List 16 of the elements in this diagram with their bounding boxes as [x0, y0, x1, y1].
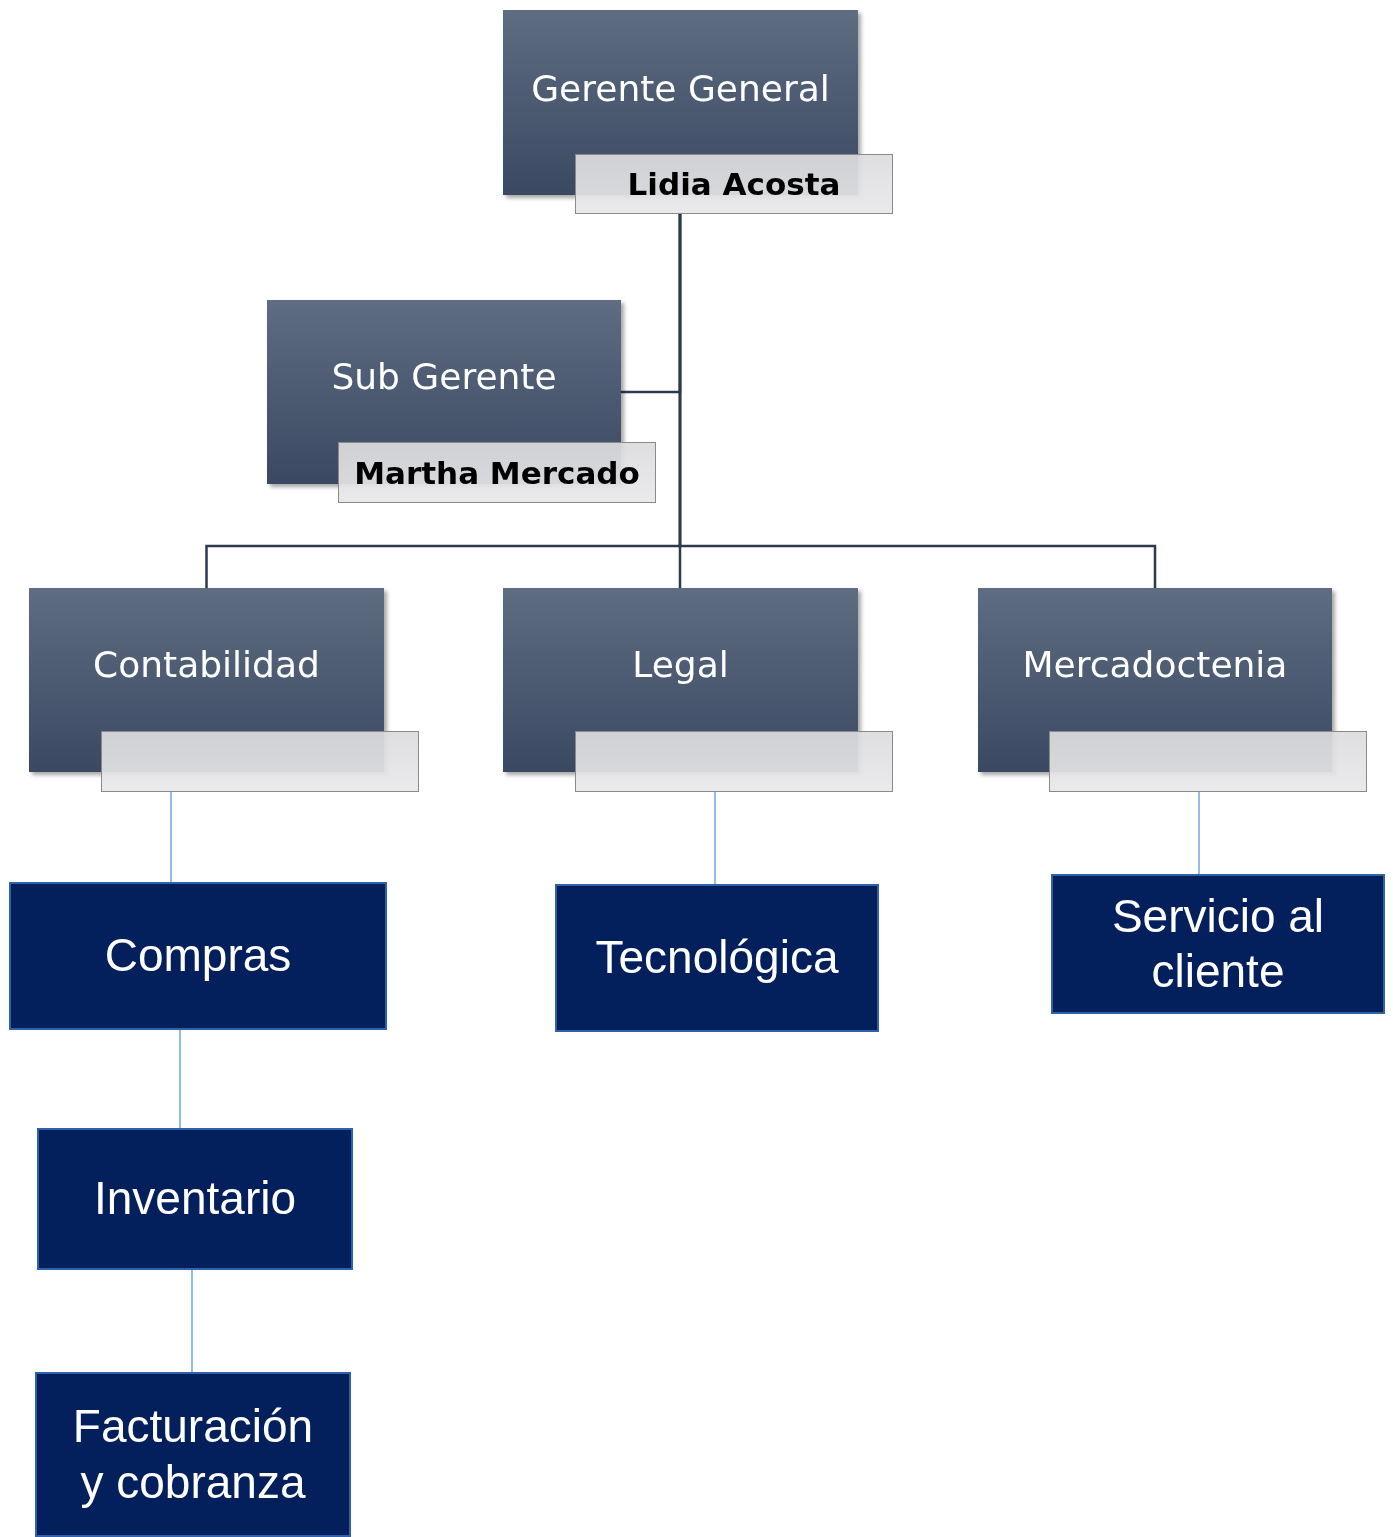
name-tag: [101, 731, 419, 792]
connector-line: [170, 791, 172, 883]
name-tag: [575, 731, 893, 792]
connector-line: [1198, 791, 1200, 875]
name-tag: [1049, 731, 1367, 792]
department-box: Compras: [9, 882, 387, 1030]
department-box: Facturación y cobranza: [35, 1372, 351, 1537]
name-tag: Lidia Acosta: [575, 154, 893, 214]
connector-line: [678, 214, 1157, 588]
connector-line: [179, 1029, 181, 1129]
department-box: Tecnológica: [555, 884, 879, 1032]
connector-line: [714, 791, 716, 885]
department-box: Servicio al cliente: [1051, 874, 1385, 1014]
connector-line: [191, 1269, 193, 1373]
name-tag: Martha Mercado: [338, 442, 656, 503]
department-box: Inventario: [37, 1128, 353, 1270]
